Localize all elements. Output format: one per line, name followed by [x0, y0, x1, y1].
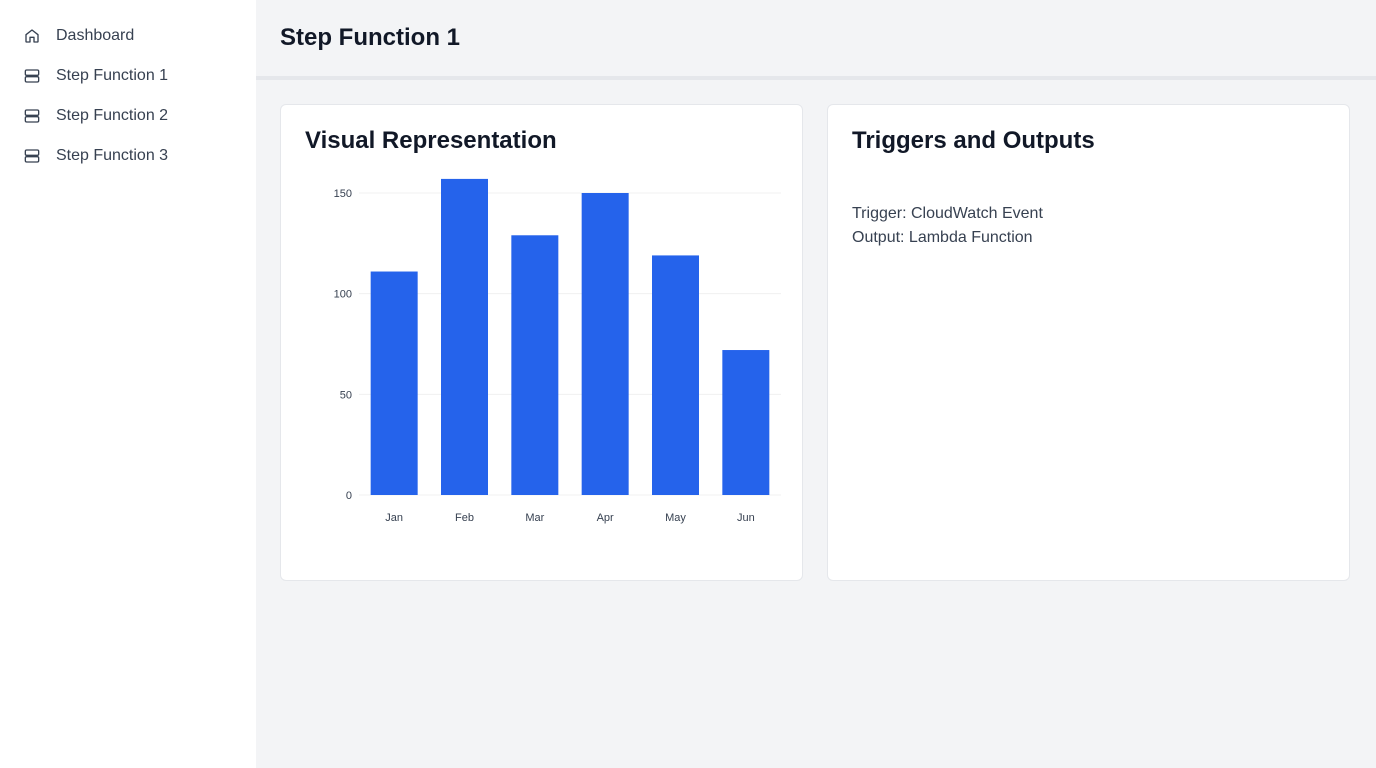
card-title: Visual Representation — [305, 127, 557, 154]
sidebar-item-label: Dashboard — [56, 27, 135, 44]
bar-jan — [370, 271, 418, 495]
page-title: Step Function 1 — [280, 24, 460, 51]
x-tick-label: Jun — [737, 512, 755, 524]
y-tick-label: 50 — [340, 389, 352, 401]
main-area: Step Function 1 Visual Representation 0 5… — [256, 0, 1376, 768]
page-header: Step Function 1 — [256, 0, 1376, 80]
sidebar: Dashboard Step Function 1 Step Function … — [0, 0, 256, 768]
server-icon — [24, 68, 40, 84]
y-tick-label: 0 — [346, 490, 352, 502]
sidebar-item-label: Step Function 3 — [56, 147, 169, 164]
server-icon — [24, 148, 40, 164]
bar-apr — [581, 193, 629, 495]
x-tick-label: Jan — [385, 512, 403, 524]
x-tick-label: Feb — [455, 512, 474, 524]
x-tick-label: Apr — [597, 512, 614, 524]
sidebar-item-label: Step Function 2 — [56, 107, 169, 124]
bar-may — [652, 255, 699, 495]
triggers-outputs-card: Triggers and Outputs Trigger: CloudWatch… — [827, 104, 1350, 581]
sidebar-item-label: Step Function 1 — [56, 67, 169, 84]
server-icon — [24, 108, 40, 124]
home-icon — [24, 28, 40, 44]
output-text: Output: Lambda Function — [852, 229, 1033, 246]
bar-mar — [511, 235, 559, 495]
bar-jun — [722, 350, 770, 495]
sidebar-item-step-function-2[interactable]: Step Function 2 — [0, 96, 256, 136]
sidebar-item-step-function-1[interactable]: Step Function 1 — [0, 56, 256, 96]
card-title: Triggers and Outputs — [852, 127, 1095, 154]
sidebar-item-step-function-3[interactable]: Step Function 3 — [0, 136, 256, 176]
x-tick-label: Mar — [525, 512, 544, 524]
sidebar-item-dashboard[interactable]: Dashboard — [0, 16, 256, 56]
y-tick-label: 150 — [334, 188, 352, 200]
y-tick-label: 100 — [334, 289, 352, 301]
triggers-info: Trigger: CloudWatch Event Output: Lambda… — [852, 202, 1325, 250]
x-tick-label: May — [665, 512, 686, 524]
trigger-text: Trigger: CloudWatch Event — [852, 205, 1043, 222]
bar-feb — [441, 178, 488, 495]
